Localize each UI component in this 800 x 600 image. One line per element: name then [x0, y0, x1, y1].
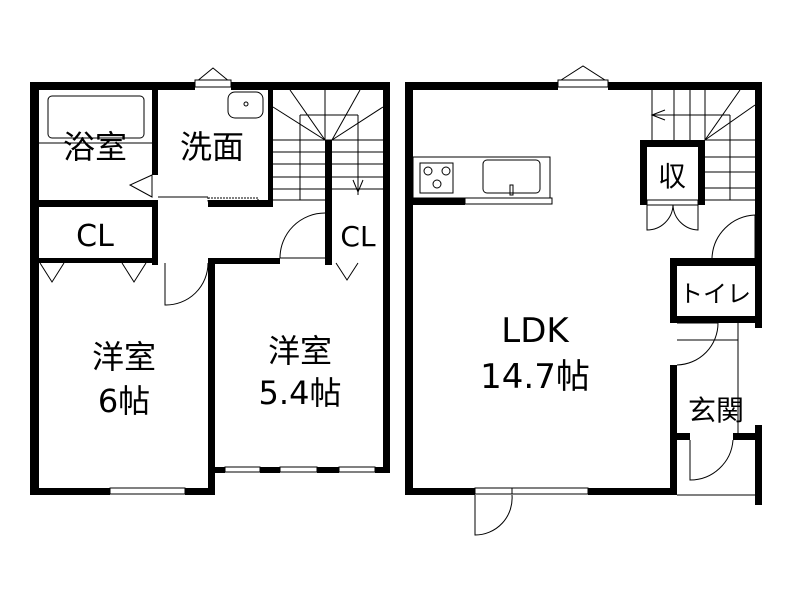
storage-door	[646, 204, 699, 231]
walls	[405, 82, 762, 505]
staircase	[650, 89, 756, 201]
closet-door	[39, 262, 65, 283]
window	[194, 79, 232, 88]
room-label-western-1: 洋室	[92, 338, 156, 376]
first-floor-plan: LDK 14.7帖 収 トイレ 玄関	[405, 65, 762, 536]
kitchen-sink	[482, 159, 541, 194]
window	[224, 466, 261, 473]
entrance-door	[689, 439, 734, 481]
window	[511, 487, 589, 495]
toilet-door	[711, 214, 756, 259]
room-label-closet-left: CL	[76, 219, 114, 254]
room-label-toilet: トイレ	[679, 280, 751, 308]
balcony-door	[474, 494, 513, 536]
room-label-bath: 浴室	[63, 128, 127, 166]
closet-door	[121, 262, 147, 283]
room-size-western-1: 6帖	[98, 382, 150, 420]
staircase	[272, 89, 384, 201]
room-label-storage: 収	[658, 160, 686, 193]
window	[279, 466, 318, 473]
closet-door	[335, 262, 359, 281]
door-frame	[474, 487, 513, 495]
hall-door	[279, 212, 326, 259]
room-label-entrance: 玄関	[688, 394, 744, 427]
room-size-ldk: 14.7帖	[480, 357, 590, 397]
room-label-ldk: LDK	[501, 311, 570, 351]
window	[557, 79, 609, 88]
counter-edge	[464, 197, 553, 205]
room-label-washroom: 洗面	[180, 128, 244, 166]
bath-door	[128, 174, 153, 198]
second-floor-plan: 浴室 洗面 CL CL 洋室 6帖 洋室 5.4帖	[30, 67, 390, 495]
room-label-western-2: 洋室	[268, 332, 332, 370]
room-label-closet-right: CL	[340, 220, 376, 253]
window	[338, 466, 376, 473]
wash-basin	[227, 91, 264, 119]
room-door	[164, 262, 209, 306]
window	[109, 487, 186, 495]
room-size-western-2: 5.4帖	[259, 374, 342, 412]
bathtub	[47, 95, 145, 139]
hall-door	[676, 322, 719, 366]
walls	[30, 82, 390, 495]
stove	[419, 162, 454, 194]
